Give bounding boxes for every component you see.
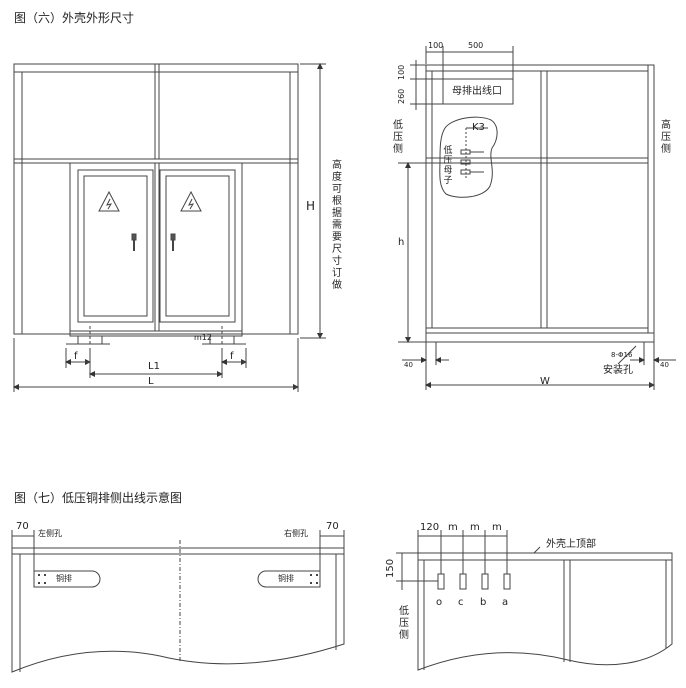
high-side-label: 高压侧 bbox=[661, 120, 671, 155]
fig7-left-slot-dots bbox=[38, 574, 318, 584]
front-view bbox=[13, 63, 326, 392]
fig7-caption: 图（七）低压铜排侧出线示意图 bbox=[14, 491, 183, 505]
bolt-spec: m12 bbox=[194, 333, 212, 342]
dim-100-left: 100 bbox=[397, 64, 406, 80]
k3-label: K3 bbox=[472, 122, 485, 133]
dim-L1: L1 bbox=[148, 361, 160, 372]
dim-L: L bbox=[148, 376, 154, 387]
roof-label: 外壳上顶部 bbox=[546, 539, 596, 550]
dim-h: h bbox=[398, 237, 405, 248]
phase-c: c bbox=[458, 597, 464, 608]
dim-500: 500 bbox=[468, 41, 484, 50]
busbar-outlet-label: 母排出线口 bbox=[452, 86, 502, 97]
dim-40-right: 40 bbox=[660, 361, 669, 369]
dim-120: 120 bbox=[420, 522, 440, 533]
dim-260: 260 bbox=[397, 88, 406, 104]
dim-f-left: f bbox=[74, 351, 78, 362]
fig7-right-view bbox=[396, 530, 673, 671]
dim-40-left: 40 bbox=[404, 361, 413, 369]
busbar-left-label: 铜排 bbox=[56, 574, 72, 583]
phase-o: o bbox=[436, 597, 443, 608]
dim-m-1: m bbox=[448, 522, 458, 533]
side-view bbox=[398, 46, 676, 390]
phase-b: b bbox=[480, 597, 487, 608]
dim-150: 150 bbox=[385, 558, 396, 578]
dim-70-left: 70 bbox=[16, 521, 29, 532]
fig7-low-side-label: 低压侧 bbox=[399, 606, 409, 641]
dim-70-right: 70 bbox=[326, 521, 339, 532]
dim-100-top: 100 bbox=[428, 41, 444, 50]
dim-m-2: m bbox=[470, 522, 480, 533]
fig7-left-view bbox=[11, 530, 345, 673]
dim-W: W bbox=[540, 376, 550, 387]
mount-hole-label: 安装孔 bbox=[603, 365, 633, 376]
height-note: 高度可根据需要尺寸订做 bbox=[332, 160, 342, 291]
hole-spec: 8-Φ16 bbox=[611, 351, 633, 359]
busbar-right-label: 铜排 bbox=[278, 574, 294, 583]
phase-a: a bbox=[502, 597, 509, 608]
fig6-caption: 图（六）外壳外形尺寸 bbox=[14, 11, 135, 25]
dim-f-right: f bbox=[230, 351, 234, 362]
low-side-label: 低压侧 bbox=[393, 120, 403, 155]
dim-H: H bbox=[306, 199, 316, 213]
dim-m-3: m bbox=[492, 522, 502, 533]
left-hole-label: 左侧孔 bbox=[38, 529, 62, 538]
low-busbar-label: 低压母子 bbox=[443, 146, 453, 186]
right-hole-label: 右侧孔 bbox=[284, 529, 308, 538]
